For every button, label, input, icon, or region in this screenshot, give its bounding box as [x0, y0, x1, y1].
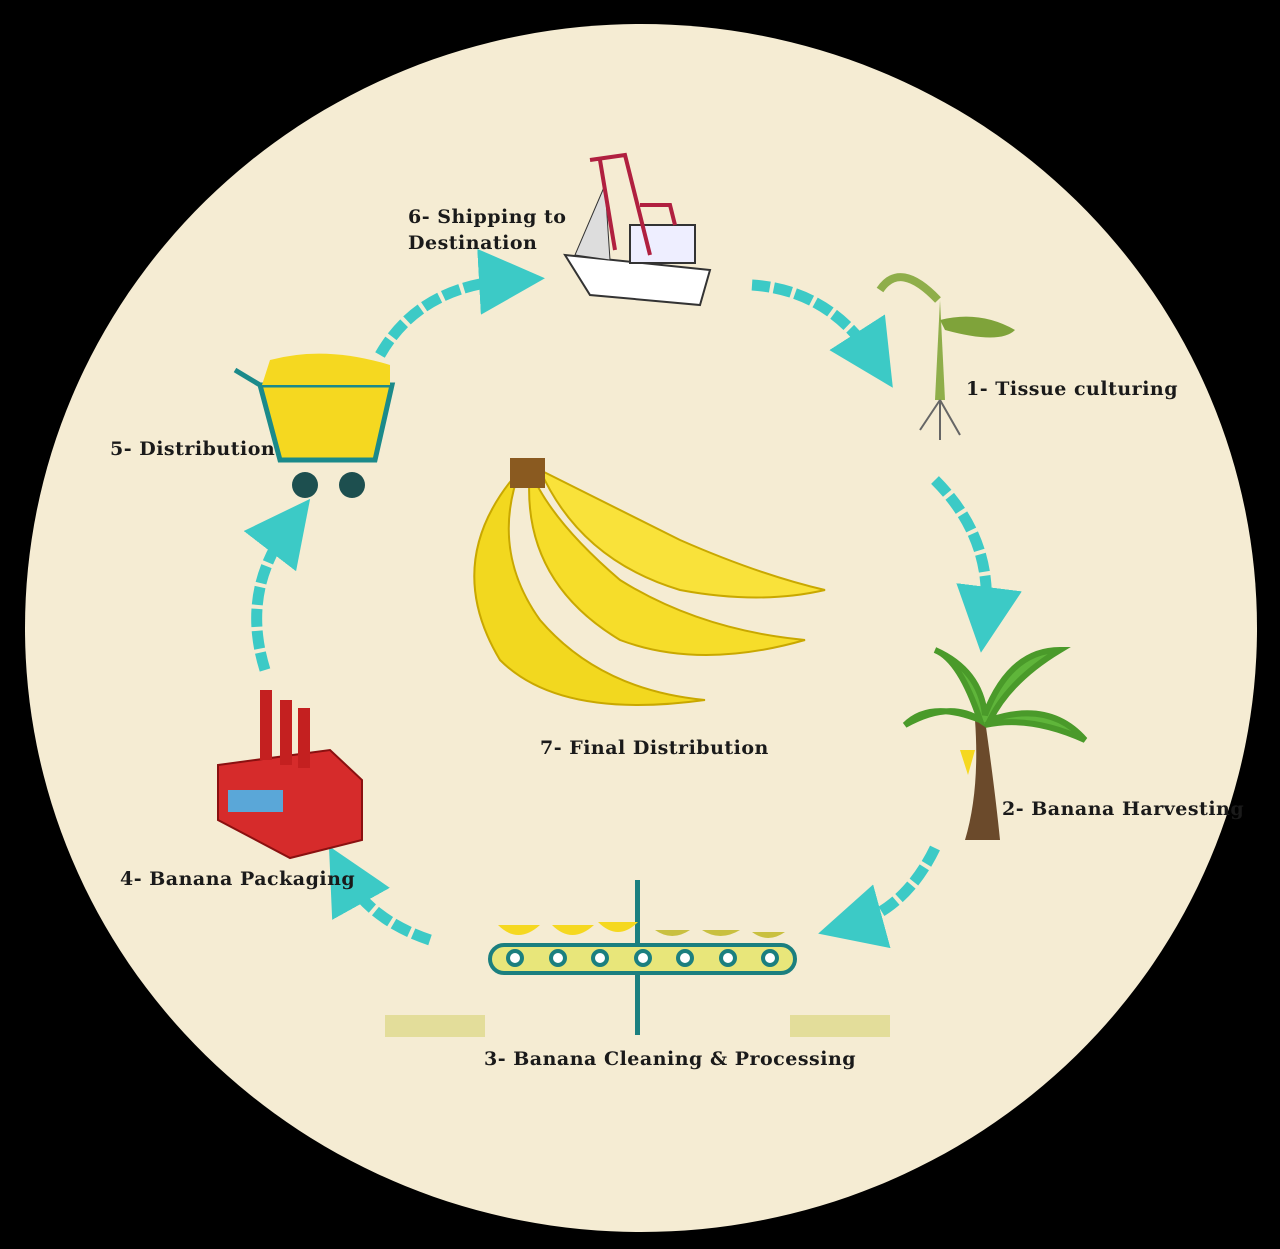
step-6-label-line1: 6- Shipping to	[408, 206, 567, 228]
step-6-label-line2: Destination	[408, 232, 538, 254]
plant-seedling-icon	[876, 273, 1015, 440]
step-5-label: 5- Distribution	[110, 438, 276, 460]
arrow-1-to-2	[931, 476, 1022, 653]
step-4-label: 4- Banana Packaging	[120, 868, 356, 890]
arrow-5-to-6	[375, 248, 545, 358]
step-2-label: 2- Banana Harvesting	[1002, 798, 1245, 820]
conveyor-belt-icon	[385, 880, 890, 1037]
shopping-cart-icon	[233, 353, 396, 498]
step-6-label: 6- Shipping to Destination	[408, 204, 566, 256]
arrow-4-to-5	[243, 498, 311, 672]
arrow-2-to-3	[818, 845, 940, 949]
ship-icon	[563, 152, 712, 307]
step-3-label: 3- Banana Cleaning & Processing	[484, 1048, 857, 1070]
arrow-3-to-4	[328, 846, 432, 946]
step-7-label: 7- Final Distribution	[540, 737, 769, 759]
banana-bunch-icon	[473, 458, 826, 706]
arrow-6-to-1	[751, 279, 893, 388]
banana-tree-icon	[902, 646, 1088, 840]
step-1-label: 1- Tissue culturing	[966, 378, 1179, 400]
factory-icon	[217, 690, 363, 860]
